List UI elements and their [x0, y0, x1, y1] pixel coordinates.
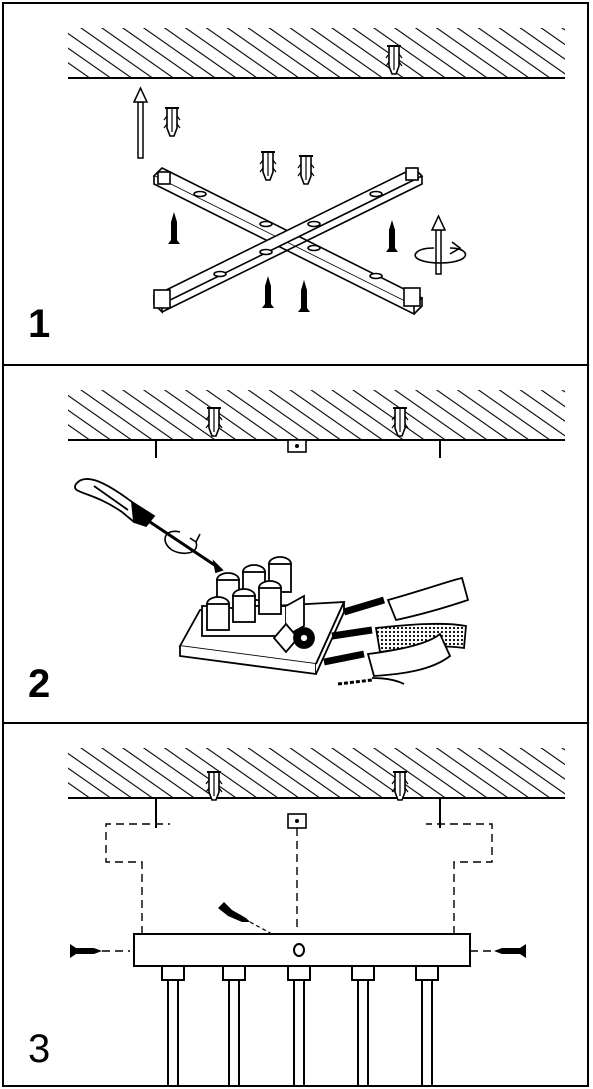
screw-icon	[168, 212, 180, 244]
cross-bracket	[152, 167, 424, 316]
screw-icon	[298, 280, 310, 312]
step-1-panel: 1	[2, 2, 589, 366]
wall-plug-icon	[163, 107, 181, 137]
rotate-arrow-icon	[164, 530, 201, 555]
screw-icon	[470, 944, 526, 958]
up-arrow-icon	[132, 86, 149, 159]
up-arrow-icon	[430, 214, 447, 275]
step-2-panel: 2	[2, 364, 589, 724]
screw-icon	[218, 902, 295, 947]
screwdriver-icon	[74, 477, 224, 574]
screw-icon	[262, 276, 274, 308]
step-number: 3	[28, 1027, 51, 1071]
step-number: 2	[28, 662, 51, 706]
ceiling-hatch-icon	[68, 748, 565, 798]
screw-icon	[386, 220, 398, 252]
rotate-arrow-icon	[414, 241, 467, 264]
step-number: 1	[28, 302, 51, 346]
wall-plug-icon	[259, 151, 277, 181]
step-3-illustration	[68, 748, 565, 1085]
canopy-outline	[105, 823, 493, 934]
wire-icon	[323, 576, 470, 686]
screw-icon	[70, 944, 130, 958]
ceiling-hatch-icon	[68, 28, 565, 78]
ceiling-rose-icon	[133, 933, 471, 1085]
wall-plug-icon	[297, 155, 315, 185]
step-1-illustration	[68, 28, 565, 316]
step-3-panel: 3	[2, 722, 589, 1087]
step-2-illustration	[68, 390, 565, 686]
ceiling-hatch-icon	[68, 390, 565, 440]
terminal-block-icon	[178, 556, 346, 676]
